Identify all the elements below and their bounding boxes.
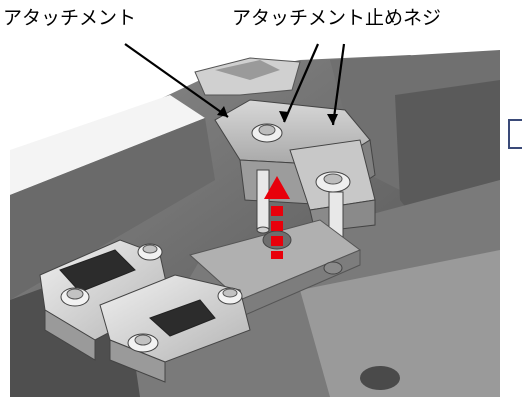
arrow-up-dashed-icon bbox=[264, 176, 290, 259]
top-bracket bbox=[194, 57, 301, 96]
side-tab bbox=[508, 119, 522, 149]
leader-line-screw-left bbox=[282, 43, 320, 123]
label-attachment: アタッチメント bbox=[3, 7, 137, 29]
label-attachment-screw: アタッチメント止めネジ bbox=[232, 7, 442, 29]
attachment-screw-left bbox=[251, 123, 283, 234]
fiber-clamp-assembly bbox=[39, 239, 251, 383]
leader-line-screw-right bbox=[331, 43, 346, 126]
leader-lines bbox=[124, 43, 346, 126]
leader-line-attachment bbox=[124, 43, 229, 118]
